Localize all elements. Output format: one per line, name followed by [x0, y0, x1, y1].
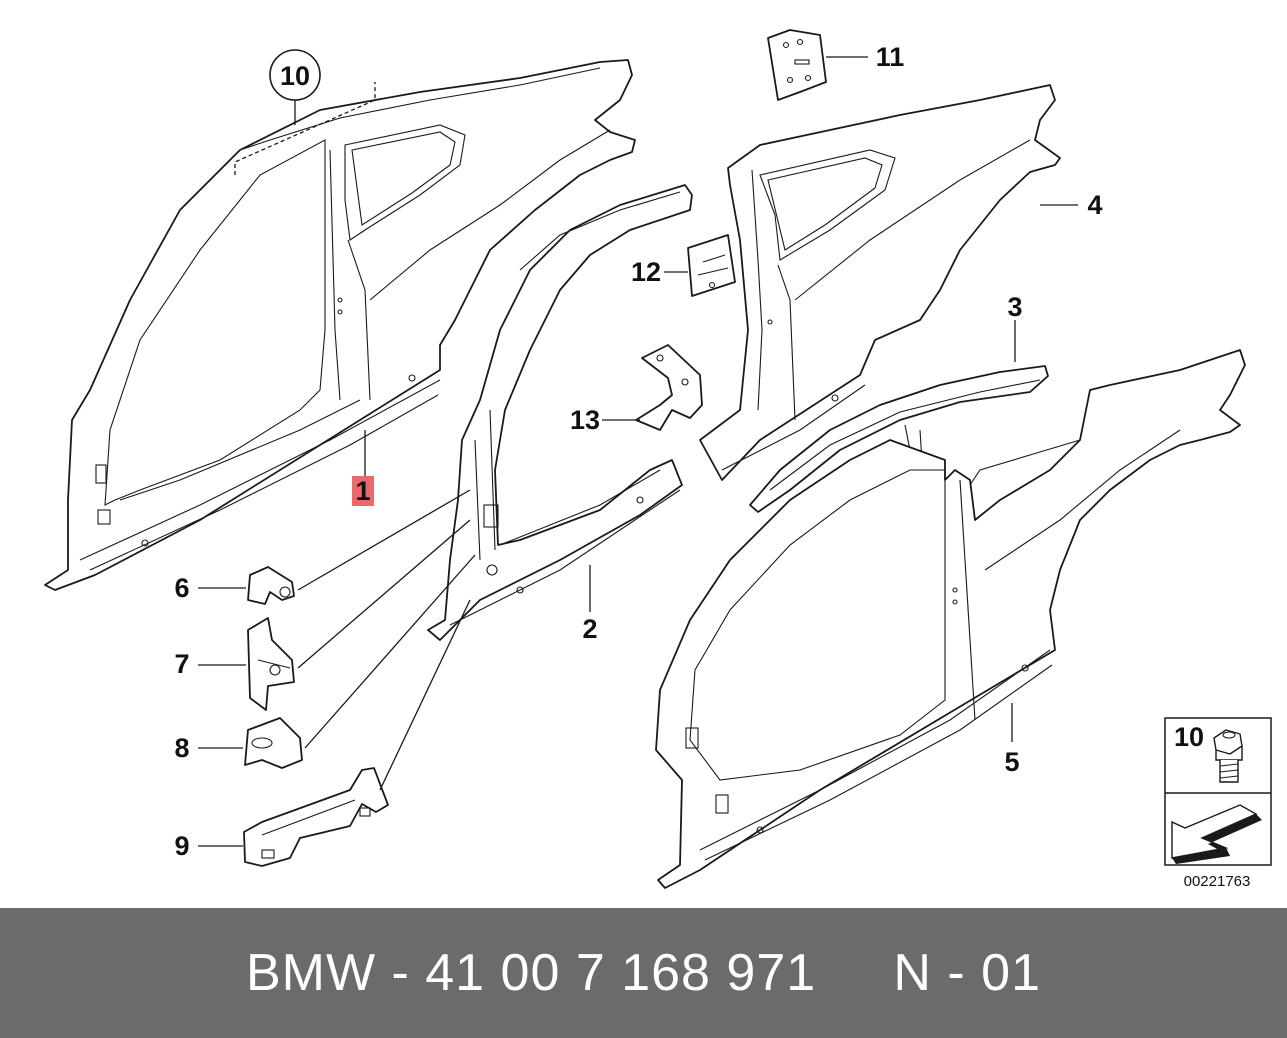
- bolt-icon: [1213, 729, 1243, 783]
- part-12-hinge-plate[interactable]: [687, 234, 736, 297]
- callout-10[interactable]: 10: [280, 61, 310, 91]
- part-8-angle-bracket[interactable]: [244, 717, 303, 769]
- callout-6[interactable]: 6: [174, 573, 189, 603]
- parts-diagram: 1 10 2 3 4: [44, 29, 1272, 890]
- part-4-side-panel[interactable]: [699, 84, 1061, 481]
- callout-8[interactable]: 8: [174, 733, 189, 763]
- callout-5[interactable]: 5: [1004, 747, 1019, 777]
- callout-10-group[interactable]: 10: [234, 49, 376, 175]
- inset-box: 10: [1164, 717, 1272, 866]
- callout-11[interactable]: 11: [876, 42, 905, 72]
- callout-9[interactable]: 9: [174, 831, 189, 861]
- image-number: 00221763: [1184, 873, 1251, 890]
- callout-7[interactable]: 7: [174, 649, 189, 679]
- callout-2[interactable]: 2: [582, 614, 597, 644]
- callout-3[interactable]: 3: [1007, 292, 1022, 322]
- part-number-label: BMW - 41 00 7 168 971 N - 01: [246, 943, 1041, 1003]
- part-1-side-frame[interactable]: [44, 59, 636, 591]
- callout-13[interactable]: 13: [570, 405, 600, 435]
- part-suffix: N - 01: [893, 944, 1042, 1002]
- callout-12[interactable]: 12: [631, 257, 661, 287]
- footer-bar: BMW - 41 00 7 168 971 N - 01: [0, 908, 1287, 1038]
- part-6-bracket[interactable]: [247, 566, 295, 605]
- part-13-bent-bracket[interactable]: [635, 344, 703, 431]
- part-7-bracket-plate[interactable]: [247, 617, 295, 711]
- part-5-side-frame-lower[interactable]: [655, 349, 1246, 889]
- part-9-support-rail[interactable]: [243, 767, 389, 867]
- callout-4[interactable]: 4: [1087, 190, 1102, 220]
- part-number: BMW - 41 00 7 168 971: [245, 944, 817, 1002]
- callout-1-highlight: [352, 476, 374, 506]
- part-2-inner-pillar[interactable]: [427, 184, 693, 641]
- direction-arrow-icon: [1171, 804, 1262, 864]
- inset-label-10: 10: [1174, 722, 1204, 752]
- callout-1[interactable]: 1: [355, 476, 370, 506]
- part-11-reinforcement[interactable]: [767, 29, 827, 101]
